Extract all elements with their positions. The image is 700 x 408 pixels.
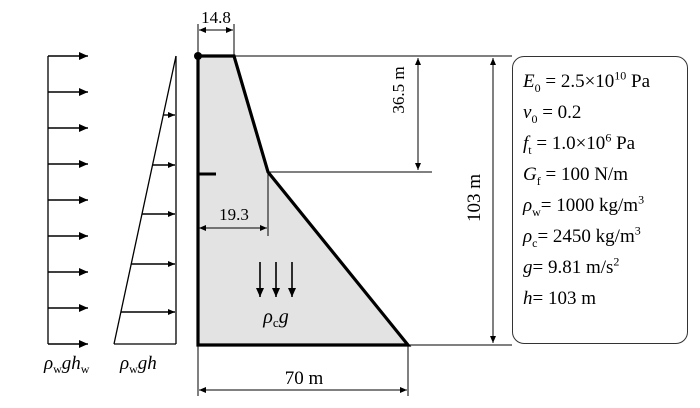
property-value: = 9.81 m/s — [532, 257, 614, 278]
slope-offset-label: 19.3 — [219, 205, 249, 224]
total-height-dimension: 103 m — [234, 55, 512, 346]
property-subscript: t — [528, 142, 532, 157]
base-width-dimension: 70 m — [197, 345, 409, 396]
property-line: g= 9.81 m/s2 — [523, 252, 687, 283]
property-subscript: 0 — [534, 80, 541, 95]
upstream-height-label: 36.5 m — [389, 66, 408, 113]
base-width-label: 70 m — [285, 368, 324, 389]
property-line: ρw= 1000 kg/m3 — [523, 190, 687, 221]
uniform-pressure-diagram — [47, 52, 88, 348]
hydrostatic-pressure-diagram — [113, 55, 177, 345]
property-line: ft = 1.0×106 Pa — [523, 128, 687, 159]
property-unit: Pa — [626, 71, 651, 92]
hydrostatic-pressure-arrows — [120, 112, 175, 315]
property-superscript: 3 — [634, 223, 641, 238]
property-symbol: f — [523, 133, 529, 154]
dam-body — [196, 54, 412, 347]
property-symbol: ρ — [523, 195, 533, 216]
property-superscript: 3 — [638, 192, 645, 207]
self-weight-arrows: ρcg — [256, 262, 296, 330]
property-line: ρc= 2450 kg/m3 — [523, 221, 687, 252]
crest-width-dimension: 14.8 — [197, 8, 235, 56]
uniform-pressure-arrows — [48, 52, 88, 348]
property-value: = 2.5×10 — [540, 71, 615, 92]
property-superscript: 10 — [614, 68, 627, 83]
uniform-pressure-label: ρwghw — [43, 353, 90, 376]
property-value: = 0.2 — [537, 102, 582, 123]
property-line: Gf = 100 N/m — [523, 159, 687, 190]
property-value: = 1.0×10 — [531, 133, 606, 154]
property-value: = 100 N/m — [540, 164, 628, 185]
property-subscript: w — [532, 204, 541, 219]
property-superscript: 6 — [605, 130, 612, 145]
property-line: E0 = 2.5×1010 Pa — [523, 66, 687, 97]
crest-width-label: 14.8 — [201, 8, 231, 27]
property-symbol: G — [523, 164, 537, 185]
property-subscript: c — [532, 235, 538, 250]
self-weight-label: ρcg — [262, 306, 288, 330]
property-subscript: 0 — [531, 111, 538, 126]
property-symbol: ν — [523, 102, 532, 123]
property-value: = 1000 kg/m — [540, 195, 639, 216]
property-line: h= 103 m — [523, 283, 687, 314]
slope-offset-dimension: 19.3 — [199, 172, 269, 236]
property-subscript: f — [536, 173, 541, 188]
property-line: ν0 = 0.2 — [523, 97, 687, 128]
property-symbol: h — [523, 288, 533, 309]
property-value: = 2450 kg/m — [537, 226, 635, 247]
property-symbol: ρ — [523, 226, 533, 247]
hydrostatic-pressure-label: ρwgh — [119, 353, 157, 376]
property-value: = 103 m — [532, 288, 597, 309]
property-symbol: E — [523, 71, 535, 92]
total-height-label: 103 m — [464, 174, 485, 222]
property-superscript: 2 — [613, 254, 620, 269]
property-unit: Pa — [611, 133, 636, 154]
property-symbol: g — [523, 257, 533, 278]
